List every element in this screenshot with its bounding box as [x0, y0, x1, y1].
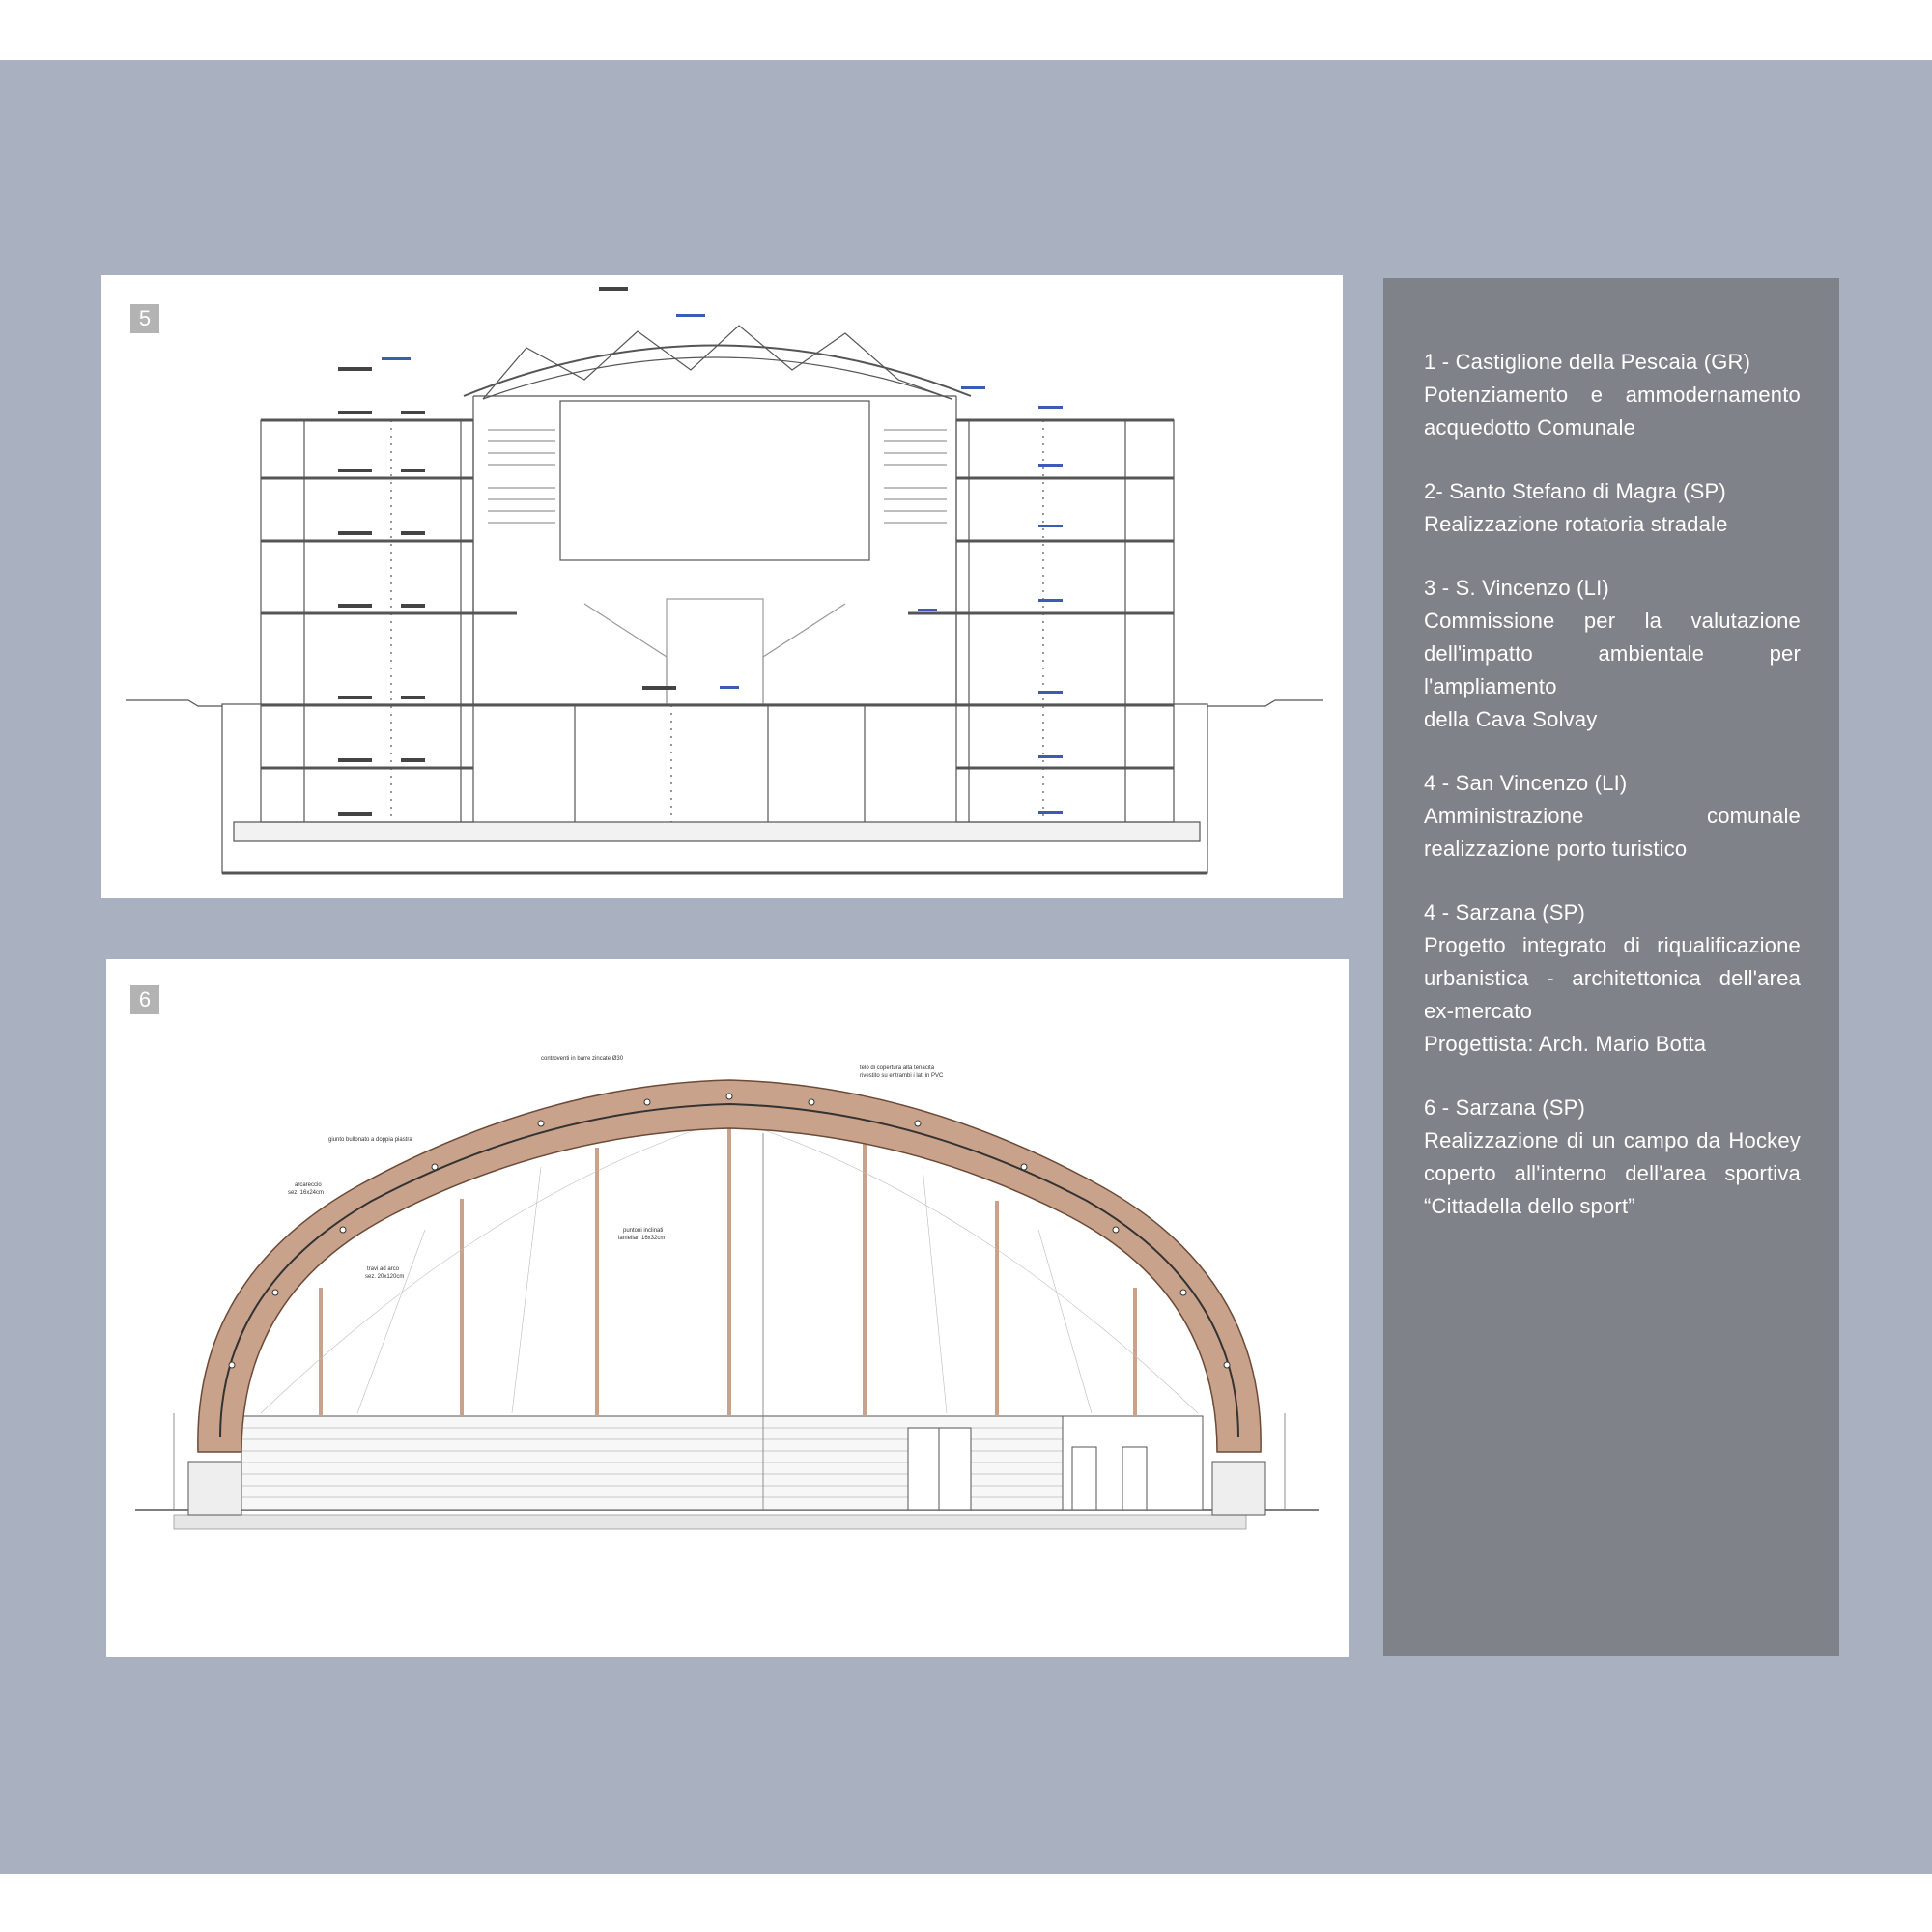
building-section-drawing	[126, 287, 1323, 875]
project-entry: 6 - Sarzana (SP) Realizzazione di un camp…	[1424, 1092, 1801, 1223]
project-description-line: Realizzazione rotatoria stradale	[1424, 512, 1728, 536]
project-entry: 4 - Sarzana (SP) Progetto integrato di ri…	[1424, 896, 1801, 1061]
project-entry: 2- Santo Stefano di Magra (SP) Realizzazi…	[1424, 475, 1801, 541]
label-bolted-joint: giunto bullonato a doppia piastra	[328, 1137, 412, 1143]
project-entry: 1 - Castiglione della Pescaia (GR) Potenz…	[1424, 346, 1801, 444]
project-description-line: Commissione per la valutazione	[1424, 609, 1801, 633]
label-struts-section: lamellari 16x32cm	[618, 1236, 665, 1241]
project-entry: 3 - S. Vincenzo (LI) Commissione per la v…	[1424, 572, 1801, 736]
label-roof-cover-2: rivestito su entrambi i lati in PVC	[860, 1073, 944, 1079]
drawing-panel-5: 5	[101, 275, 1343, 898]
project-description-line: realizzazione porto turistico	[1424, 837, 1688, 861]
project-description-line: Realizzazione di un campo da Hockey	[1424, 1128, 1801, 1152]
label-arch: arcareccio	[295, 1182, 322, 1188]
project-description-line: della Cava Solvay	[1424, 707, 1598, 731]
arena-elevation-drawing: controventi in barre zincate Ø30 telo di…	[135, 1056, 1319, 1530]
label-tie-rods: controventi in barre zincate Ø30	[541, 1056, 624, 1062]
project-title: 4 - San Vincenzo (LI)	[1424, 771, 1628, 795]
project-description-line: urbanistica - architettonica dell'area	[1424, 966, 1801, 990]
figure-number-badge: 6	[130, 985, 159, 1014]
label-arch-section: sez. 16x24cm	[288, 1190, 324, 1196]
projects-sidebar: 1 - Castiglione della Pescaia (GR) Potenz…	[1383, 278, 1839, 1656]
project-title: 3 - S. Vincenzo (LI)	[1424, 576, 1609, 600]
project-description-line: dell'impatto ambientale per l'ampliament…	[1424, 641, 1801, 698]
project-title: 1 - Castiglione della Pescaia (GR)	[1424, 350, 1751, 374]
label-roof-cover: telo di copertura alta tenacità	[860, 1065, 935, 1071]
project-description-line: Progetto integrato di riqualificazione	[1424, 933, 1801, 957]
project-description-line: ex-mercato	[1424, 999, 1533, 1023]
project-description-line: Potenziamento e ammodernamento	[1424, 383, 1801, 407]
label-beam-section: sez. 20x120cm	[365, 1274, 404, 1280]
project-title: 4 - Sarzana (SP)	[1424, 900, 1586, 924]
project-description-line: coperto all'interno dell'area sportiva	[1424, 1161, 1801, 1185]
drawing-panel-6: 6	[106, 959, 1349, 1657]
figure-number-badge: 5	[130, 304, 159, 333]
project-description-line: Amministrazione comunale	[1424, 804, 1801, 828]
project-description-line: acquedotto Comunale	[1424, 415, 1636, 440]
project-entry: 4 - San Vincenzo (LI) Amministrazione com…	[1424, 767, 1801, 866]
project-description-line: “Cittadella dello sport”	[1424, 1194, 1635, 1218]
project-description-line: Progettista: Arch. Mario Botta	[1424, 1032, 1707, 1056]
label-beam: travi ad arco	[367, 1266, 400, 1272]
project-title: 2- Santo Stefano di Magra (SP)	[1424, 479, 1726, 503]
label-struts: puntoni inclinati	[623, 1228, 663, 1234]
project-title: 6 - Sarzana (SP)	[1424, 1095, 1586, 1120]
